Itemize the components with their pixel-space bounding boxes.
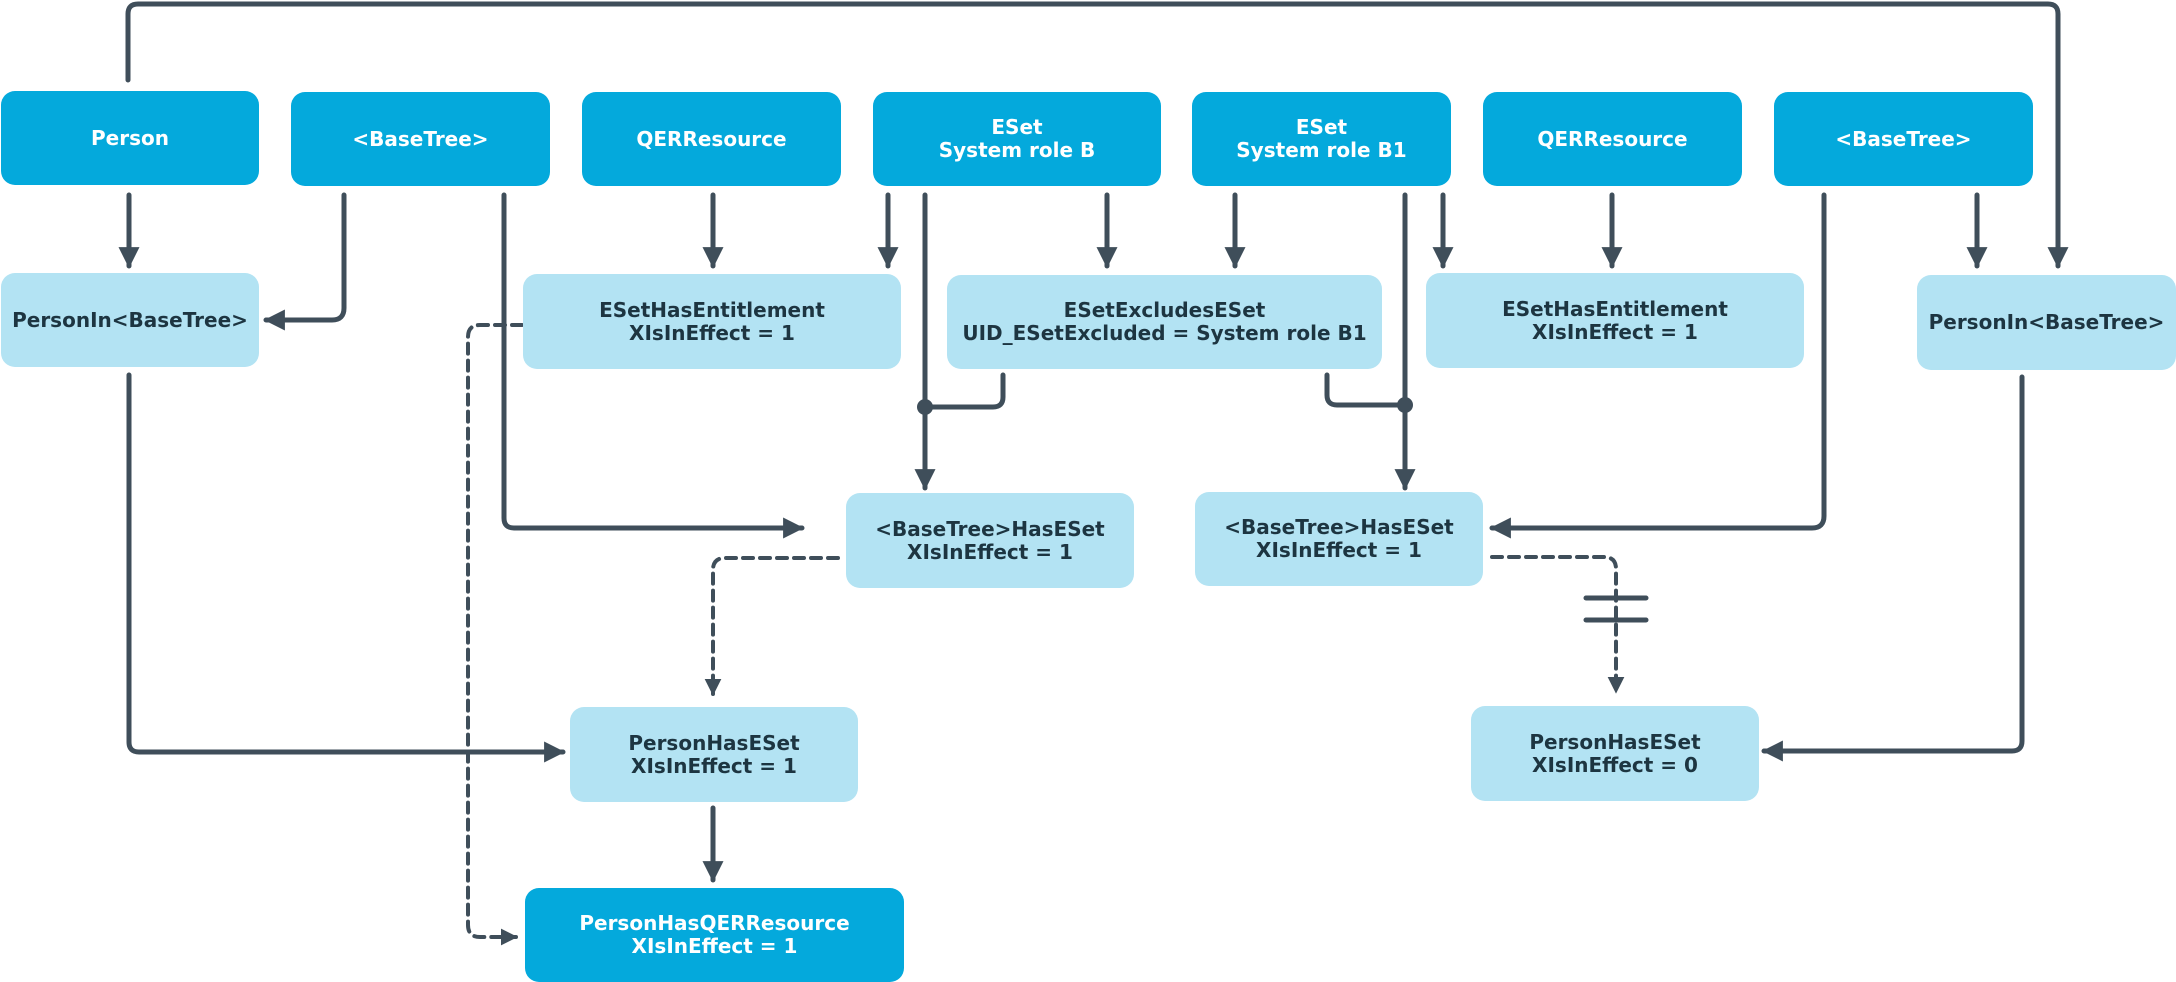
- node-eset-system-role-b1: ESet System role B1: [1192, 92, 1451, 186]
- node-personhasqerresource: PersonHasQERResource XIsInEffect = 1: [525, 888, 904, 982]
- dashed-entitlement1-to-qer: [466, 323, 524, 946]
- node-personhaseset-left: PersonHasESet XIsInEffect = 1: [570, 707, 858, 802]
- node-qerresource-right: QERResource: [1483, 92, 1742, 186]
- connector-personin1-to-personhaseset1: [126, 372, 566, 763]
- connector-person-top-loop: [125, 1, 2069, 269]
- dashed-hasset2-to-personhaseset2: [1490, 555, 1625, 694]
- node-basetree-right: <BaseTree>: [1774, 92, 2033, 186]
- node-personin-basetree-right: PersonIn<BaseTree>: [1917, 275, 2176, 370]
- connector-basetree2-to-hasset2: [1489, 192, 1827, 539]
- node-esetexcludeseset: ESetExcludesESet UID_ESetExcluded = Syst…: [947, 275, 1382, 369]
- node-esethasentitlement-right: ESetHasEntitlement XIsInEffect = 1: [1426, 273, 1804, 368]
- junction-dots: [917, 397, 1413, 415]
- node-basetree-left: <BaseTree>: [291, 92, 550, 186]
- connector-excludes-right-merge: [1324, 372, 1408, 408]
- connector-basetree1-to-hasset1: [501, 192, 805, 539]
- blocked-symbol: [1583, 595, 1649, 623]
- connector-excludes-left-merge: [922, 372, 1006, 410]
- connector-basetree1-to-personin1: [263, 192, 347, 331]
- dashed-hasset1-to-personhaseset1: [704, 556, 840, 696]
- node-basetreehaseset-right: <BaseTree>HasESet XIsInEffect = 1: [1195, 492, 1483, 586]
- node-eset-system-role-b: ESet System role B: [873, 92, 1161, 186]
- node-personin-basetree-left: PersonIn<BaseTree>: [1, 273, 259, 367]
- connector-personin2-to-personhaseset2: [1761, 374, 2025, 762]
- node-basetreehaseset-left: <BaseTree>HasESet XIsInEffect = 1: [846, 493, 1134, 588]
- node-qerresource-left: QERResource: [582, 92, 841, 186]
- node-esethasentitlement-left: ESetHasEntitlement XIsInEffect = 1: [523, 274, 901, 369]
- node-personhaseset-right: PersonHasESet XIsInEffect = 0: [1471, 706, 1759, 801]
- node-person: Person: [1, 91, 259, 185]
